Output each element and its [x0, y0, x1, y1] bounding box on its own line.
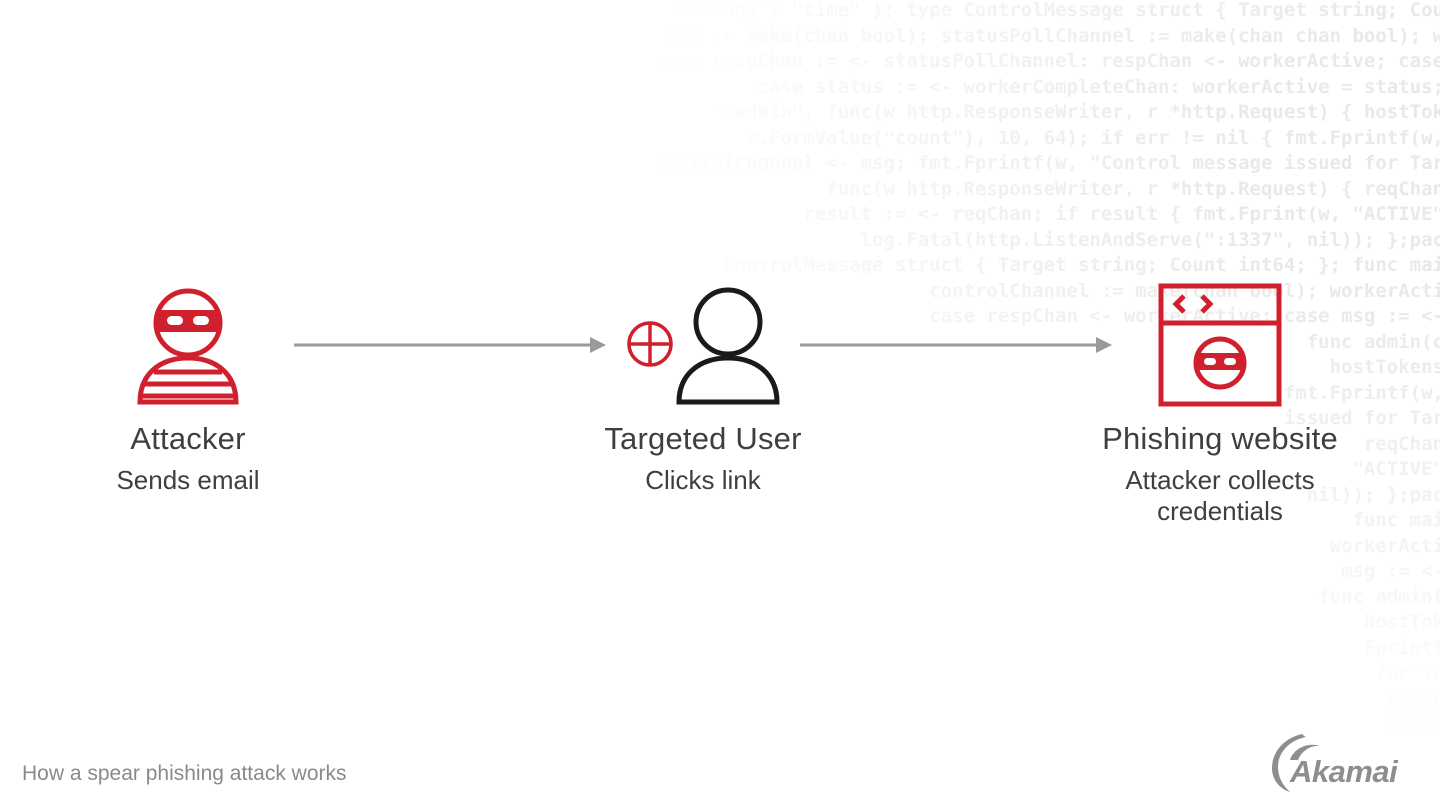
node-attacker: Attacker Sends email [38, 421, 338, 496]
node-phishing-website: Phishing website Attacker collects crede… [1060, 421, 1380, 527]
code-line: result := <- reqChan; if result { fmt.Fp… [803, 203, 1440, 225]
browser-window-icon [1158, 283, 1282, 407]
code-line: func admin(c [1306, 330, 1440, 353]
flow-arrow [294, 337, 606, 353]
code-line: "/admin", func(w http.ResponseWriter, r … [711, 101, 1440, 123]
code-line: Fprintf [1363, 636, 1440, 659]
burglar-icon [137, 288, 239, 405]
node-title: Phishing website [1102, 421, 1338, 456]
node-subtitle: Sends email [116, 465, 260, 495]
akamai-logo-icon [1272, 734, 1320, 792]
node-subtitle-line: Attacker collects [1125, 465, 1315, 495]
node-targeted-user: Targeted User Clicks link [553, 421, 853, 496]
code-line: r.FormValue("count"), 10, 64); if err !=… [746, 126, 1440, 149]
code-line: hostTok [1363, 611, 1440, 633]
akamai-logo-text: Akamai [1290, 754, 1398, 789]
code-line: controlChannel <- msg; fmt.Fprintf(w, "C… [654, 152, 1440, 174]
code-line: workerActi [1329, 534, 1440, 557]
code-line: func(w http.ResponseWriter, r *http.Requ… [826, 177, 1440, 200]
node-subtitle-line: credentials [1157, 496, 1283, 526]
code-line: "encoding", "strings"; "time" ); type Co… [528, 0, 1440, 21]
flow-arrow [800, 337, 1112, 353]
node-title: Attacker [130, 421, 246, 456]
code-line: func admin( [1318, 585, 1440, 608]
code-line: select { case respChan := <- statusPollC… [551, 50, 1440, 72]
code-line: case status := <- workerCompleteChan: wo… [757, 75, 1440, 98]
code-line: hostTokens [1329, 356, 1440, 378]
diagram-caption: How a spear phishing attack works [22, 762, 347, 785]
code-line: fmt.Fprintf(w, [1283, 381, 1440, 404]
code-line: for Ta [1375, 662, 1440, 684]
mask-face-icon [1193, 336, 1247, 390]
node-subtitle: Clicks link [645, 465, 761, 495]
code-line: reqCh [1386, 687, 1440, 710]
code-line: statusChan := make(chan bool); statusPol… [586, 24, 1440, 47]
user-icon [676, 287, 780, 405]
target-crosshair-icon [627, 321, 673, 367]
code-line: ControlMessage struct { Target string; C… [723, 254, 1440, 276]
node-subtitle: Attacker collects credentials [1060, 465, 1380, 527]
code-line: log.Fatal(http.ListenAndServe(":1337", n… [860, 228, 1440, 251]
code-line: msg := <- [1341, 560, 1440, 582]
node-title: Targeted User [604, 421, 802, 456]
